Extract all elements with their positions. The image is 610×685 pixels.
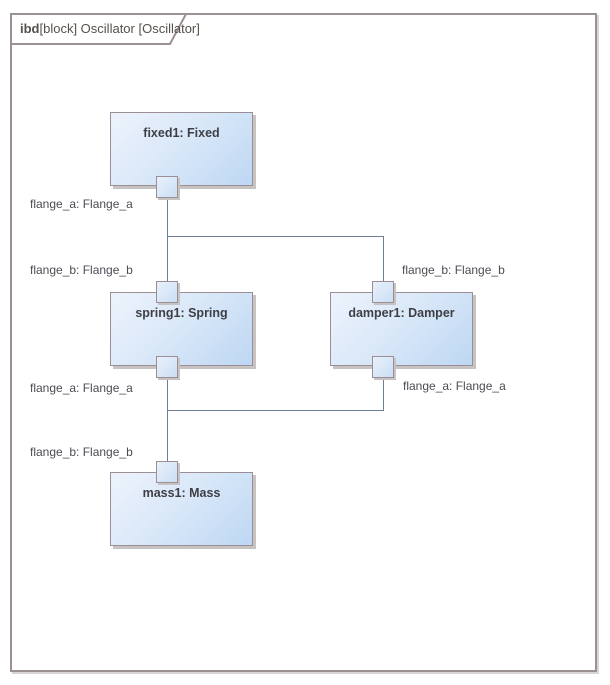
diagram-frame: ibd[block] Oscillator [Oscillator]: [10, 13, 597, 672]
block-label-spring1: spring1: Spring: [135, 306, 228, 320]
frame-title-tab: [10, 13, 188, 45]
port-label-damper1-flange-a: flange_a: Flange_a: [403, 379, 506, 393]
port-damper1-flange-b[interactable]: [372, 281, 394, 303]
port-label-spring1-flange-a: flange_a: Flange_a: [30, 381, 133, 395]
port-label-mass1-flange-b: flange_b: Flange_b: [30, 445, 133, 459]
port-damper1-flange-a[interactable]: [372, 356, 394, 378]
block-label-mass1: mass1: Mass: [142, 486, 221, 500]
port-label-spring1-flange-b: flange_b: Flange_b: [30, 263, 133, 277]
port-label-damper1-flange-b: flange_b: Flange_b: [402, 263, 505, 277]
block-label-fixed1: fixed1: Fixed: [143, 126, 220, 140]
block-mass1[interactable]: mass1: Mass: [110, 472, 253, 546]
frame-title-keyword: ibd: [20, 21, 40, 36]
block-fixed1[interactable]: fixed1: Fixed: [110, 112, 253, 186]
block-damper1[interactable]: damper1: Damper: [330, 292, 473, 366]
block-spring1[interactable]: spring1: Spring: [110, 292, 253, 366]
port-fixed1-flange-a[interactable]: [156, 176, 178, 198]
block-label-damper1: damper1: Damper: [348, 306, 455, 320]
port-spring1-flange-a[interactable]: [156, 356, 178, 378]
frame-title: ibd[block] Oscillator [Oscillator]: [20, 21, 200, 36]
port-label-fixed1-flange-a: flange_a: Flange_a: [30, 197, 133, 211]
frame-title-text: [block] Oscillator [Oscillator]: [39, 21, 200, 36]
port-spring1-flange-b[interactable]: [156, 281, 178, 303]
port-mass1-flange-b[interactable]: [156, 461, 178, 483]
